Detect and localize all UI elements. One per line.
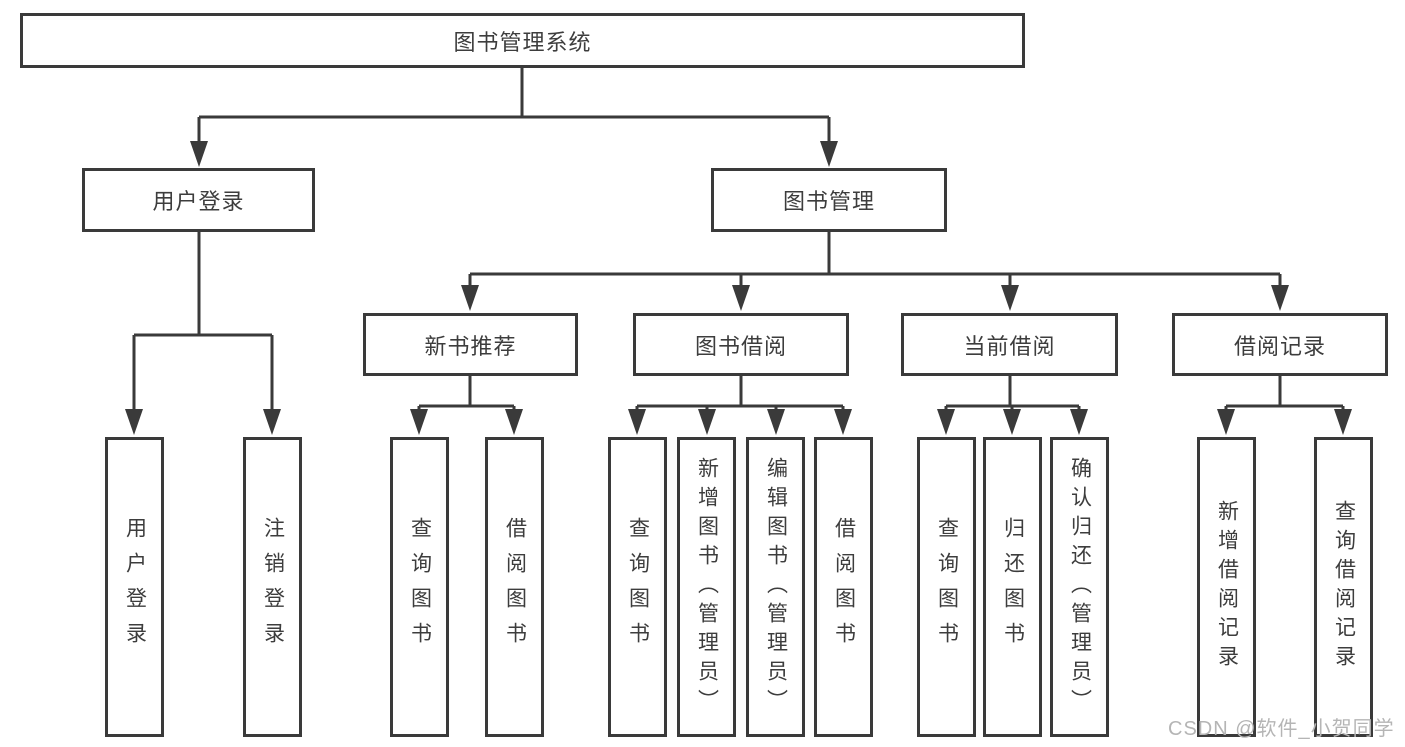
node-label: 借阅图书 <box>503 517 527 657</box>
leaf-query-books-borrowing: 查询图书 <box>608 437 667 737</box>
arrowheads <box>125 141 1352 435</box>
node-label: 编辑图书（管理员） <box>764 456 788 718</box>
node-label: 图书管理 <box>782 189 875 214</box>
leaf-user-login: 用户登录 <box>105 437 164 737</box>
node-label: 新书推荐 <box>424 333 517 359</box>
node-label: 查询图书 <box>626 517 650 657</box>
leaf-edit-books-admin: 编辑图书（管理员） <box>746 437 805 737</box>
node-book-borrowing: 图书借阅 <box>633 313 849 376</box>
node-label: 查询图书 <box>408 517 432 657</box>
node-user-login: 用户登录 <box>82 168 315 232</box>
node-label: 查询借阅记录 <box>1332 500 1356 674</box>
node-label: 用户登录 <box>123 517 147 657</box>
node-label: 图书管理系统 <box>453 29 592 55</box>
leaf-confirm-return-admin: 确认归还（管理员） <box>1050 437 1109 737</box>
node-library-management-system: 图书管理系统 <box>20 13 1025 68</box>
node-label: 用户登录 <box>152 189 245 214</box>
node-label: 新增图书（管理员） <box>695 456 719 718</box>
node-label: 当前借阅 <box>963 333 1056 359</box>
leaf-borrow-books-recommend: 借阅图书 <box>485 437 544 737</box>
node-label: 查询图书 <box>935 517 959 657</box>
leaf-add-borrow-record: 新增借阅记录 <box>1197 437 1256 737</box>
node-label: 借阅图书 <box>832 517 856 657</box>
node-current-borrowing: 当前借阅 <box>901 313 1118 376</box>
node-borrowing-records: 借阅记录 <box>1172 313 1388 376</box>
node-label: 借阅记录 <box>1233 333 1326 359</box>
leaf-query-books-recommend: 查询图书 <box>390 437 449 737</box>
leaf-query-borrow-record: 查询借阅记录 <box>1314 437 1373 737</box>
node-label: 新增借阅记录 <box>1215 500 1239 674</box>
leaf-return-books: 归还图书 <box>983 437 1042 737</box>
node-book-management: 图书管理 <box>711 168 947 232</box>
node-label: 确认归还（管理员） <box>1068 456 1092 718</box>
node-new-book-recommendation: 新书推荐 <box>363 313 578 376</box>
node-label: 图书借阅 <box>694 333 787 359</box>
leaf-query-books-current: 查询图书 <box>917 437 976 737</box>
leaf-logout-login: 注销登录 <box>243 437 302 737</box>
csdn-watermark: CSDN @软件_小贺同学 <box>1168 718 1395 740</box>
node-label: 注销登录 <box>261 517 285 657</box>
node-label: 归还图书 <box>1001 517 1025 657</box>
leaf-add-books-admin: 新增图书（管理员） <box>677 437 736 737</box>
leaf-borrow-books-borrowing: 借阅图书 <box>814 437 873 737</box>
